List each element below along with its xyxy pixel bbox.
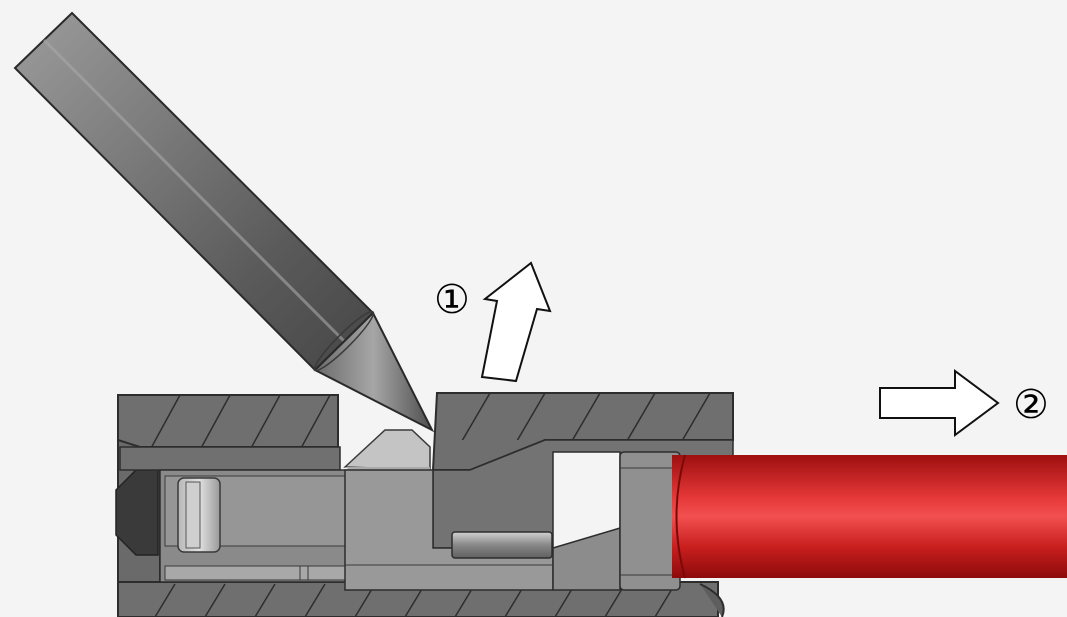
red-wire [672,454,1067,579]
step-1-label: ① [434,277,470,323]
arrow-up-right-icon [480,261,552,383]
metal-terminal [159,429,681,591]
arrow-right-icon [879,369,1000,437]
step-2-label: ② [1013,382,1049,428]
tool-pin-icon [13,11,435,433]
